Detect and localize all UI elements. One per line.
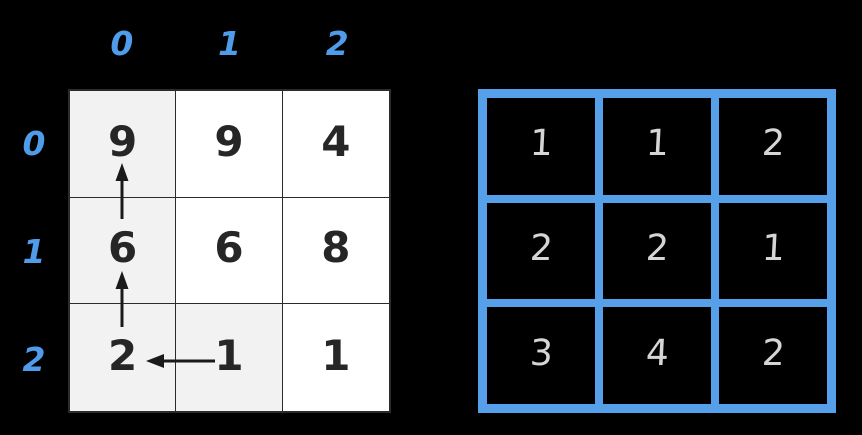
matrix-cell-r0c0[interactable]: 9 — [70, 91, 177, 198]
matrix-cell-r1c2[interactable]: 8 — [282, 197, 389, 305]
dp-cell-value: 3 — [528, 332, 554, 374]
dp-cell-r0c1[interactable]: 1 — [603, 98, 711, 195]
input-matrix-panel: 0 1 2 0 1 2 9 9 — [8, 14, 391, 413]
matrix-column-header-1: 1 — [176, 14, 284, 72]
matrix-column-header-2: 2 — [283, 14, 391, 72]
matrix-row-header-label: 0 — [22, 123, 46, 163]
dp-cell-r0c2[interactable]: 2 — [719, 98, 827, 195]
matrix-cell-r1c0[interactable]: 6 — [70, 197, 177, 305]
matrix-cell-r0c1[interactable]: 9 — [176, 91, 283, 198]
matrix-cell-r0c2[interactable]: 4 — [282, 91, 389, 198]
matrix-cell-value: 4 — [321, 116, 351, 166]
matrix-cell-r2c1[interactable]: 1 — [176, 304, 283, 411]
matrix-cell-value: 2 — [108, 330, 138, 380]
dp-cell-r1c0[interactable]: 2 — [487, 202, 595, 300]
matrix-cell-value: 6 — [108, 223, 138, 273]
matrix-cell-value: 1 — [214, 330, 244, 380]
matrix-row-headers: 0 1 2 — [8, 89, 60, 413]
dp-cell-r2c2[interactable]: 2 — [719, 307, 827, 404]
matrix-column-header-0: 0 — [68, 14, 176, 72]
matrix-row-header-1: 1 — [8, 197, 60, 305]
dp-cell-value: 1 — [528, 123, 554, 165]
matrix-column-headers: 0 1 2 — [68, 14, 391, 72]
dp-table-grid: 1 1 2 2 2 1 3 4 2 — [478, 89, 836, 413]
matrix-cell-r2c2[interactable]: 1 — [282, 304, 389, 411]
dp-cell-value: 4 — [644, 332, 670, 374]
dp-cell-r0c0[interactable]: 1 — [487, 98, 595, 195]
dp-cell-r2c1[interactable]: 4 — [603, 307, 711, 404]
matrix-row-header-label: 2 — [22, 339, 46, 379]
dp-cell-value: 2 — [528, 227, 554, 269]
matrix-cell-r2c0[interactable]: 2 — [70, 304, 177, 411]
dp-cell-value: 2 — [760, 332, 786, 374]
matrix-column-header-label: 2 — [325, 23, 349, 63]
dp-cell-r1c1[interactable]: 2 — [603, 202, 711, 300]
dp-cell-value: 1 — [644, 123, 670, 165]
input-matrix-grid: 9 9 4 6 6 8 2 1 1 — [68, 89, 391, 413]
dp-table-panel: 1 1 2 2 2 1 3 4 2 — [431, 0, 862, 435]
dp-cell-r2c0[interactable]: 3 — [487, 307, 595, 404]
dp-cell-value: 1 — [760, 227, 786, 269]
matrix-cell-value: 6 — [214, 223, 244, 273]
matrix-column-header-label: 0 — [110, 23, 134, 63]
dp-cell-value: 2 — [644, 227, 670, 269]
matrix-row-header-2: 2 — [8, 305, 60, 413]
matrix-cell-r1c1[interactable]: 6 — [176, 197, 283, 305]
matrix-row-header-0: 0 — [8, 89, 60, 197]
dp-cell-value: 2 — [760, 123, 786, 165]
matrix-row-header-label: 1 — [22, 231, 46, 271]
dp-cell-r1c2[interactable]: 1 — [719, 202, 827, 300]
matrix-cell-value: 1 — [321, 330, 351, 380]
matrix-column-header-label: 1 — [218, 23, 241, 63]
matrix-cell-value: 8 — [321, 223, 351, 273]
matrix-cell-value: 9 — [214, 116, 244, 166]
matrix-cell-value: 9 — [108, 116, 138, 166]
